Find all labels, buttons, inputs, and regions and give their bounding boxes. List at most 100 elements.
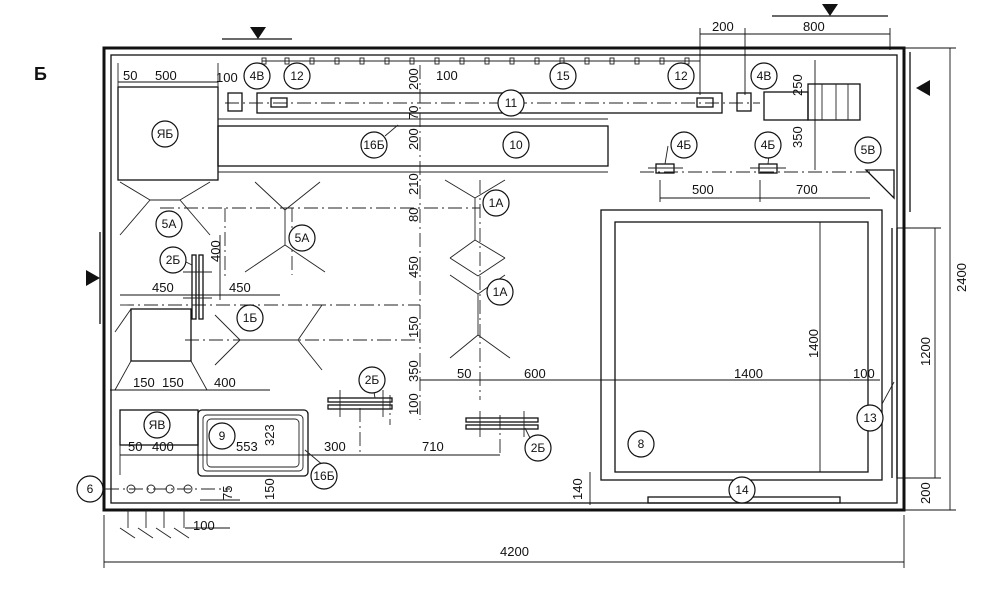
room-outer-wall: [102, 46, 906, 512]
callout-9: 9: [208, 422, 236, 450]
callout-1a-bottom: 1А: [486, 278, 514, 306]
dimension-lines: [103, 28, 956, 568]
callout-8: 8: [627, 430, 655, 458]
svg-text:100: 100: [853, 366, 875, 381]
item-4v-left: [227, 92, 243, 112]
area-8-inner: [614, 221, 869, 473]
svg-text:15: 15: [556, 69, 570, 83]
svg-text:250: 250: [790, 74, 805, 96]
svg-text:4В: 4В: [757, 69, 772, 83]
section-marker-right: [909, 52, 930, 212]
callout-13: 13: [856, 404, 884, 432]
svg-text:700: 700: [796, 182, 818, 197]
svg-text:500: 500: [692, 182, 714, 197]
item-12-left: [270, 97, 288, 108]
callout-yv: ЯВ: [143, 411, 171, 439]
item-2b-mid: [327, 390, 393, 417]
section-marker-top-left: [222, 27, 292, 40]
svg-text:1А: 1А: [493, 285, 508, 299]
svg-text:150: 150: [262, 478, 277, 500]
section-marker-top-right: [772, 4, 888, 17]
svg-text:1400: 1400: [734, 366, 763, 381]
svg-text:ЯБ: ЯБ: [157, 127, 174, 141]
callout-15: 15: [549, 62, 577, 90]
callout-10: 10: [502, 131, 530, 159]
svg-text:ЯВ: ЯВ: [149, 418, 166, 432]
svg-text:450: 450: [229, 280, 251, 295]
callout-16b-bottom: 16Б: [310, 462, 338, 490]
item-4v-right: [736, 92, 752, 112]
drain-fittings: [119, 510, 190, 539]
callout-1b: 1Б: [236, 304, 264, 332]
svg-text:200: 200: [406, 128, 421, 150]
svg-text:400: 400: [152, 439, 174, 454]
svg-text:5А: 5А: [162, 217, 177, 231]
svg-text:2400: 2400: [954, 263, 969, 292]
svg-text:11: 11: [505, 96, 518, 110]
svg-text:4Б: 4Б: [761, 138, 776, 152]
svg-text:8: 8: [638, 437, 645, 451]
item-1b: [214, 304, 323, 371]
item-12-right: [696, 97, 714, 108]
svg-text:16Б: 16Б: [313, 469, 334, 483]
callout-12-left: 12: [283, 62, 311, 90]
svg-text:2Б: 2Б: [166, 253, 181, 267]
svg-text:800: 800: [803, 19, 825, 34]
callout-16b-top: 16Б: [360, 131, 388, 159]
callout-4b-right: 4Б: [754, 131, 782, 159]
svg-text:1Б: 1Б: [243, 311, 258, 325]
svg-text:5А: 5А: [295, 231, 310, 245]
svg-text:200: 200: [712, 19, 734, 34]
svg-text:200: 200: [918, 482, 933, 504]
svg-text:2Б: 2Б: [365, 373, 380, 387]
svg-text:200: 200: [406, 68, 421, 90]
item-2b-right: [465, 411, 539, 437]
item-5a-center: [244, 181, 326, 273]
svg-text:150: 150: [162, 375, 184, 390]
callout-14: 14: [728, 476, 756, 504]
callout-5a-center: 5А: [288, 224, 316, 252]
item-6-burners: [105, 484, 230, 494]
item-2b-left: [183, 254, 212, 320]
svg-text:5В: 5В: [861, 143, 876, 157]
svg-text:14: 14: [735, 483, 749, 497]
svg-text:2Б: 2Б: [531, 441, 546, 455]
callout-yb: ЯБ: [151, 120, 179, 148]
callout-4b-left: 4Б: [670, 131, 698, 159]
svg-text:50: 50: [123, 68, 137, 83]
svg-text:350: 350: [406, 360, 421, 382]
svg-text:1400: 1400: [806, 329, 821, 358]
item-10-table: [217, 125, 609, 167]
svg-text:4200: 4200: [500, 544, 529, 559]
svg-text:210: 210: [406, 173, 421, 195]
svg-text:50: 50: [457, 366, 471, 381]
callout-2b-left: 2Б: [159, 246, 187, 274]
svg-text:1А: 1А: [489, 196, 504, 210]
svg-text:13: 13: [863, 411, 877, 425]
svg-text:4В: 4В: [250, 69, 265, 83]
svg-text:10: 10: [509, 138, 523, 152]
section-marker-left: [86, 232, 101, 324]
stair-block: [807, 83, 861, 121]
svg-text:12: 12: [290, 69, 304, 83]
svg-text:100: 100: [193, 518, 215, 533]
svg-text:400: 400: [214, 375, 236, 390]
svg-text:400: 400: [208, 240, 223, 262]
svg-text:500: 500: [155, 68, 177, 83]
item-5v-corner: [864, 169, 895, 200]
svg-text:323: 323: [262, 424, 277, 446]
rail-15: [261, 57, 700, 65]
svg-text:16Б: 16Б: [363, 138, 384, 152]
callout-4v-left: 4В: [243, 62, 271, 90]
svg-text:140: 140: [570, 478, 585, 500]
svg-text:1200: 1200: [918, 337, 933, 366]
item-5a-left: [119, 181, 211, 236]
svg-text:553: 553: [236, 439, 258, 454]
svg-text:450: 450: [152, 280, 174, 295]
station-block: [130, 308, 192, 362]
svg-text:600: 600: [524, 366, 546, 381]
item-9-tub: [197, 409, 309, 477]
svg-text:150: 150: [133, 375, 155, 390]
item-1a-top: [444, 179, 506, 277]
